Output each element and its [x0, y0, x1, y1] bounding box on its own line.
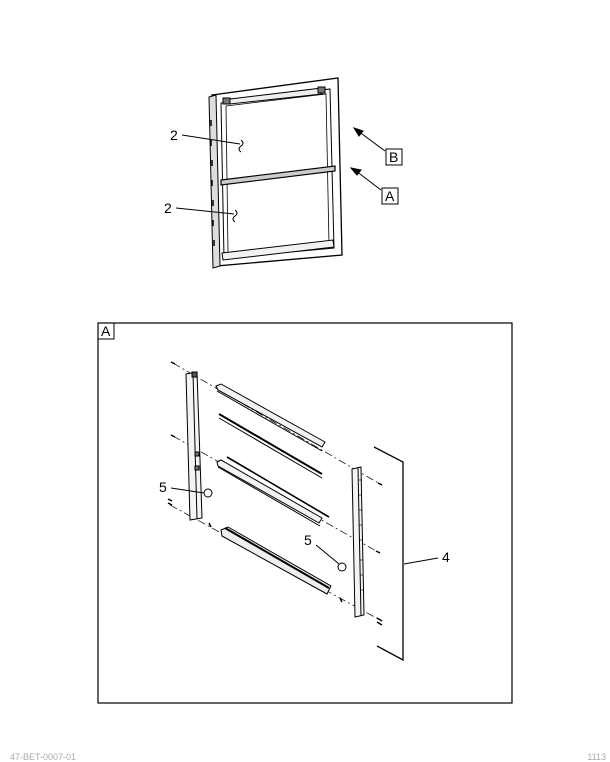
callout-2-lower: 2 — [164, 200, 238, 223]
svg-text:B: B — [389, 149, 398, 165]
exploded-parts — [167, 361, 404, 662]
callout-2-upper: 2 — [170, 127, 244, 153]
svg-text:A: A — [385, 188, 395, 204]
svg-text:2: 2 — [164, 200, 172, 216]
callout-5-left: 5 — [159, 479, 205, 495]
svg-text:4: 4 — [442, 549, 450, 565]
svg-text:5: 5 — [159, 479, 167, 495]
svg-text:A: A — [101, 323, 111, 339]
callout-5-right: 5 — [304, 532, 340, 565]
callout-4: 4 — [403, 549, 450, 565]
door-frame-assembly — [208, 77, 343, 269]
footer-doc-id: 47-BET-0007-01 — [10, 752, 77, 762]
footer-page: 1113 — [587, 752, 606, 762]
svg-text:5: 5 — [304, 532, 312, 548]
view-marker-a: A — [349, 167, 399, 205]
detail-a-box: A — [97, 322, 513, 704]
view-marker-b: B — [352, 127, 403, 166]
svg-text:2: 2 — [170, 127, 178, 143]
